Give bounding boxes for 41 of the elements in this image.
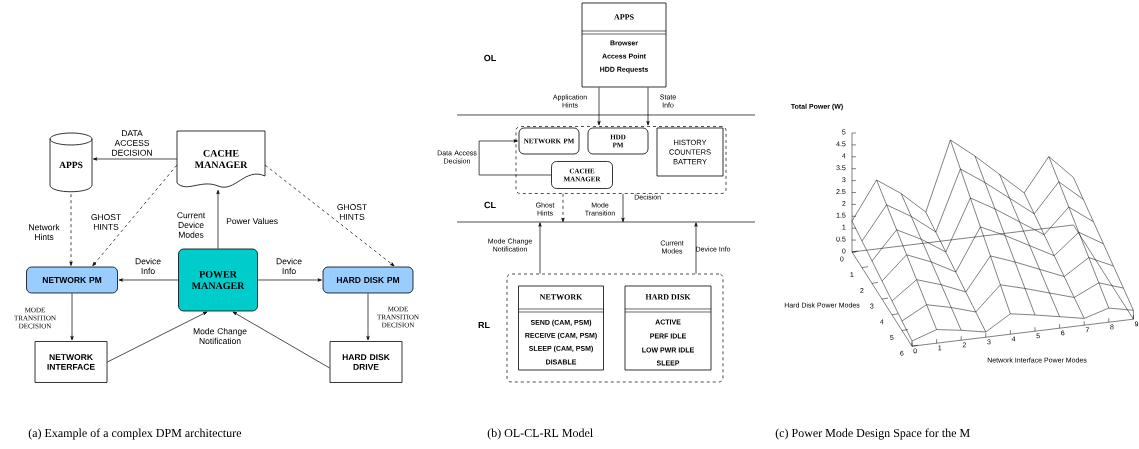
caption: (b) OL-CL-RL Model <box>487 428 593 440</box>
arrow <box>92 164 178 267</box>
arrow <box>646 87 650 126</box>
arrow <box>69 193 73 266</box>
cylinder: APPS <box>49 132 93 193</box>
arrow <box>621 193 625 223</box>
arrow <box>478 139 552 176</box>
edge-label: Device Info <box>135 258 161 274</box>
layer-frame <box>515 126 727 194</box>
device-box: NETWORK INTERFACE <box>34 341 108 383</box>
edge-label: GHOST HINTS <box>91 214 121 230</box>
caption: (c) Power Mode Design Space for the M <box>775 428 970 440</box>
process-box: POWER MANAGER <box>178 248 258 312</box>
edge-label: Device Info <box>276 258 302 274</box>
edge-label: Network Hints <box>29 224 60 240</box>
arrow <box>70 293 74 341</box>
arrow <box>93 157 178 161</box>
edge-label: Current Device Modes <box>177 212 206 238</box>
arrow <box>538 222 542 274</box>
arrow <box>264 164 395 267</box>
device-box: HARD DISK DRIVE <box>329 341 403 383</box>
arrow <box>561 193 565 223</box>
process-box: NETWORK PM <box>26 266 118 294</box>
arrow <box>366 293 370 341</box>
caption: (a) Example of a complex DPM architecture <box>28 428 242 440</box>
arrow <box>257 278 322 282</box>
line-label: Power Values <box>226 217 278 225</box>
process-box: HARD DISK PM <box>322 266 414 294</box>
layer-label: OL <box>484 54 496 62</box>
arrow <box>694 222 698 274</box>
layer-label: RL <box>478 321 490 329</box>
arrow <box>107 311 208 363</box>
arrow <box>597 87 601 126</box>
layer-label: CL <box>484 201 496 209</box>
arrow <box>232 311 330 369</box>
arrow <box>216 189 220 249</box>
arrow <box>118 278 179 282</box>
edge-label: GHOST HINTS <box>337 204 367 220</box>
layer-frame <box>506 273 724 383</box>
edge-label: DATA ACCESS DECISION <box>112 130 152 156</box>
edge-label: Mode Change Notification <box>193 328 247 344</box>
